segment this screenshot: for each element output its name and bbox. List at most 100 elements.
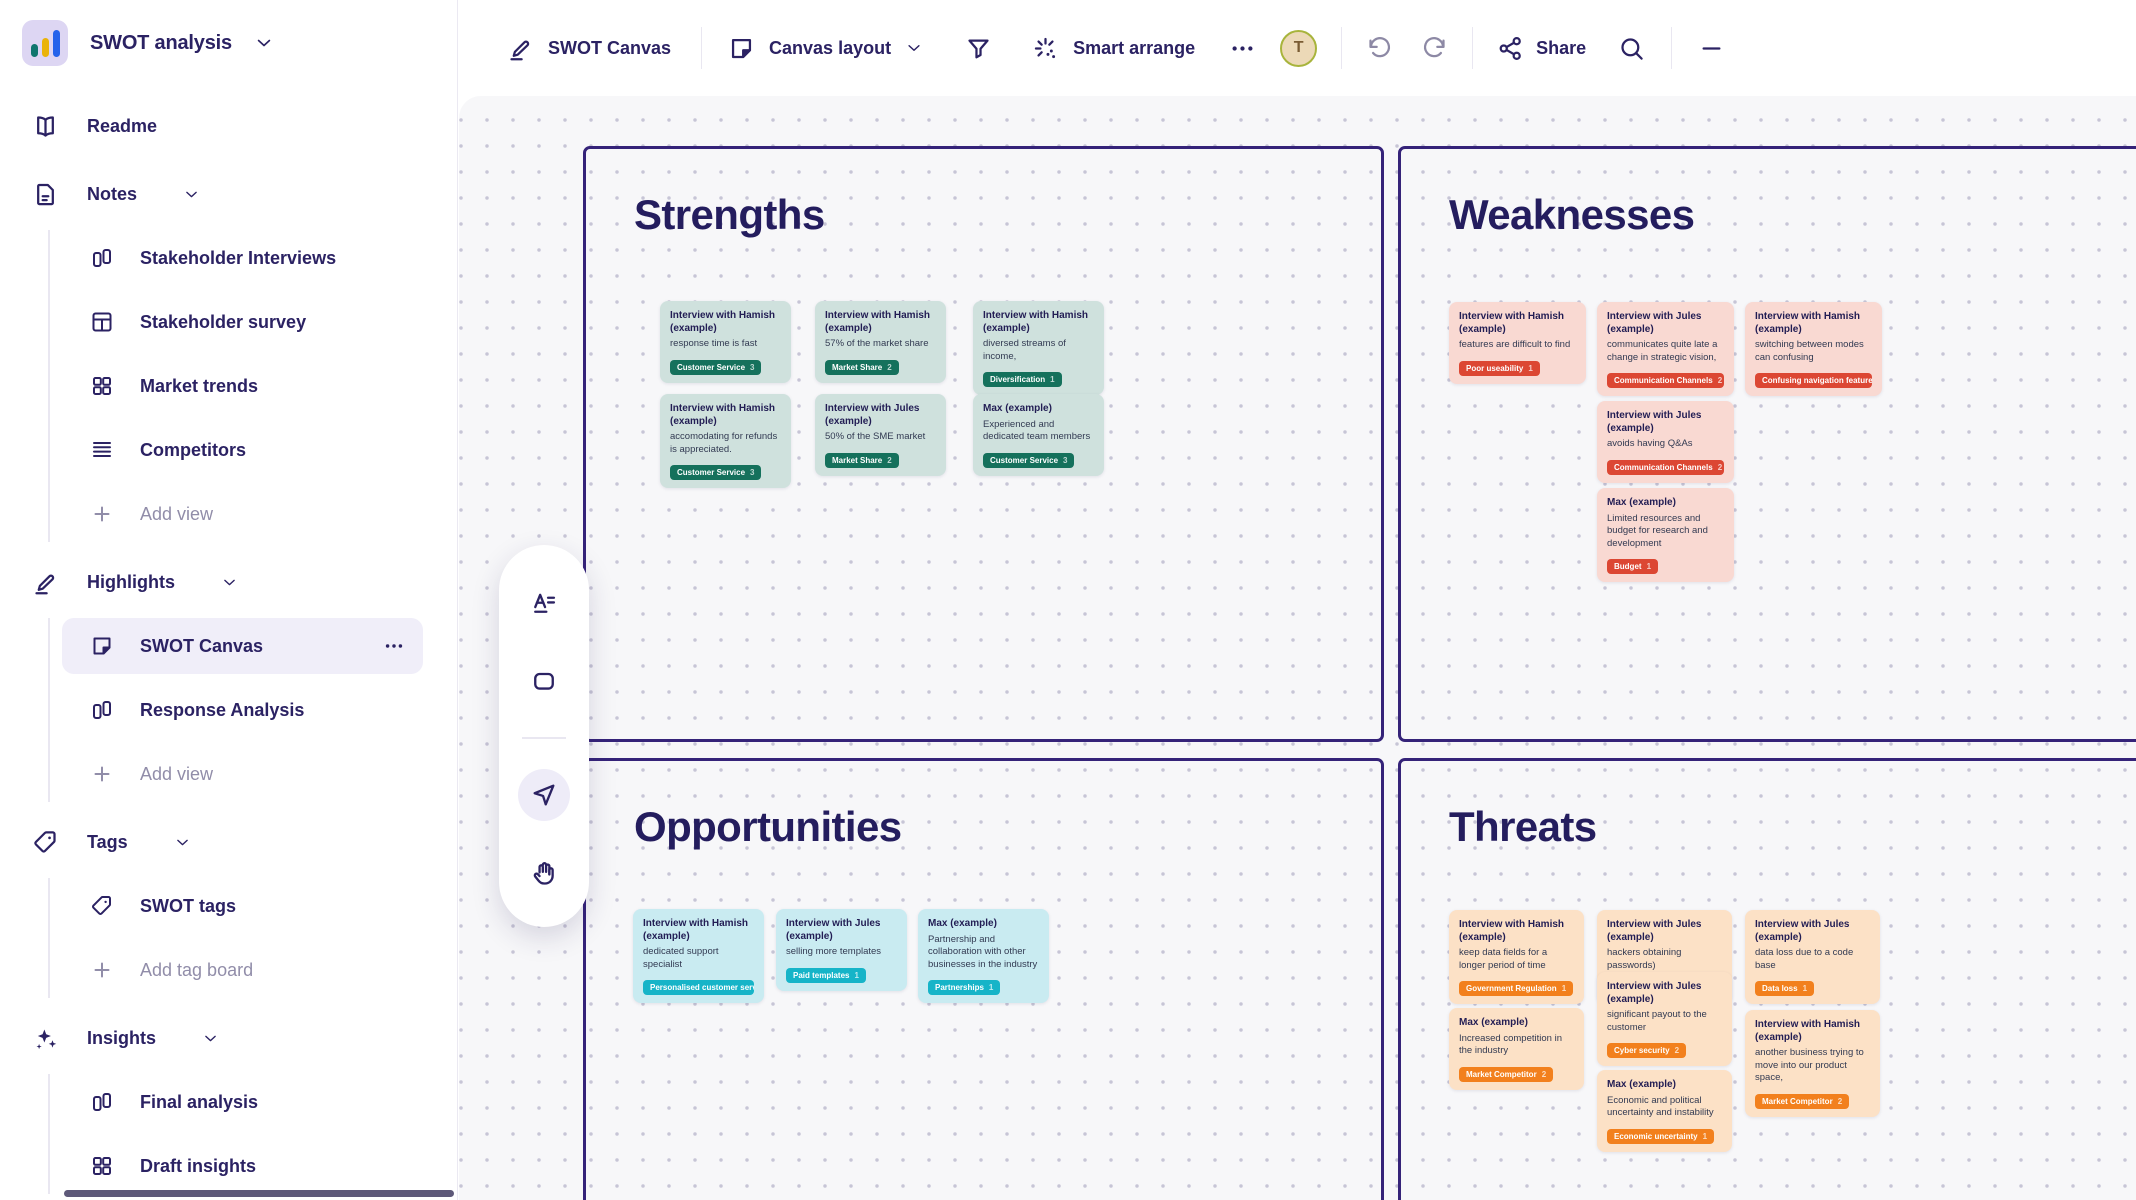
note-card[interactable]: Interview with Jules (example)50% of the… — [815, 394, 946, 476]
minimize-button[interactable] — [1698, 35, 1725, 62]
sidebar-item-label: Response Analysis — [140, 699, 305, 720]
undo-button[interactable] — [1366, 35, 1393, 62]
note-tag-label: Customer Service — [677, 362, 746, 372]
cursor-button[interactable] — [518, 768, 570, 821]
quadrant-weaknesses[interactable]: Weaknesses — [1398, 146, 2136, 742]
sidebar-item-notes[interactable]: Notes — [0, 162, 457, 226]
sidebar-item-swot-canvas[interactable]: SWOT Canvas — [0, 614, 457, 678]
text-tool-button[interactable] — [518, 577, 570, 629]
search-button[interactable] — [1618, 35, 1645, 62]
smart-arrange-button[interactable]: Smart arrange — [1032, 35, 1195, 62]
project-switcher[interactable]: SWOT analysis — [0, 0, 457, 66]
view-title-button[interactable]: SWOT Canvas — [507, 35, 671, 62]
note-tag[interactable]: Confusing navigation features1 — [1755, 373, 1872, 388]
note-card[interactable]: Max (example)Limited resources and budge… — [1597, 488, 1734, 582]
note-tag[interactable]: Market Competitor 2 — [1755, 1093, 1850, 1109]
sidebar-item-market-trends[interactable]: Market trends — [0, 354, 457, 418]
sidebar-item-add-view[interactable]: Add view — [0, 742, 457, 806]
sidebar-item-highlights[interactable]: Highlights — [0, 550, 457, 614]
sidebar-item-add-tag-board[interactable]: Add tag board — [0, 938, 457, 1002]
sidebar-item-final-analysis[interactable]: Final analysis — [0, 1070, 457, 1134]
note-card[interactable]: Interview with Jules (example)significan… — [1597, 972, 1732, 1066]
chevron-down-icon[interactable] — [174, 834, 191, 851]
more-options-icon[interactable] — [383, 635, 405, 657]
sidebar-item-readme[interactable]: Readme — [0, 94, 457, 158]
hand-button[interactable] — [518, 847, 570, 899]
sidebar-item-stakeholder-survey[interactable]: Stakeholder survey — [0, 290, 457, 354]
sidebar-item-draft-insights[interactable]: Draft insights — [0, 1134, 457, 1198]
note-tag[interactable]: Personalised customer service1 — [643, 980, 754, 995]
filter-button[interactable] — [965, 35, 992, 62]
note-card[interactable]: Interview with Hamish (example)57% of th… — [815, 301, 946, 383]
note-card[interactable]: Max (example)Increased competition in th… — [1449, 1008, 1584, 1090]
note-card[interactable]: Interview with Hamish (example)dedicated… — [633, 909, 764, 1003]
note-card[interactable]: Interview with Hamish (example)response … — [660, 301, 791, 383]
sidebar-item-insights[interactable]: Insights — [0, 1006, 457, 1070]
sidebar-item-tags[interactable]: Tags — [0, 810, 457, 874]
quadrant-threats[interactable]: Threats — [1398, 758, 2136, 1200]
note-card[interactable]: Interview with Hamish (example)keep data… — [1449, 910, 1584, 1004]
note-card[interactable]: Interview with Jules (example)avoids hav… — [1597, 401, 1734, 483]
share-button[interactable]: Share — [1497, 35, 1586, 62]
note-card[interactable]: Max (example)Economic and political unce… — [1597, 1070, 1732, 1152]
note-card[interactable]: Interview with Jules (example)communicat… — [1597, 302, 1734, 396]
note-title: Interview with Hamish (example) — [1459, 311, 1565, 335]
note-body: Economic and political uncertainty and i… — [1607, 1094, 1714, 1119]
chevron-down-icon[interactable] — [254, 33, 274, 53]
note-card[interactable]: Interview with Hamish (example)diversed … — [973, 301, 1104, 395]
sidebar-item-competitors[interactable]: Competitors — [0, 418, 457, 482]
chevron-down-icon[interactable] — [183, 186, 200, 203]
note-tag-label: Cyber security — [1614, 1046, 1670, 1055]
sidebar-item-label: Readme — [87, 115, 158, 136]
sidebar-item-add-view[interactable]: Add view — [0, 482, 457, 546]
note-tag-label: Market Competitor — [1762, 1096, 1833, 1106]
avatar[interactable]: T — [1280, 29, 1318, 67]
redo-button[interactable] — [1421, 35, 1448, 62]
note-card[interactable]: Interview with Jules (example)selling mo… — [776, 909, 907, 991]
note-card[interactable]: Interview with Hamish (example)features … — [1449, 302, 1586, 384]
note-card[interactable]: Max (example)Partnership and collaborati… — [918, 909, 1049, 1003]
more-options-button[interactable] — [1229, 35, 1256, 62]
quadrant-strengths[interactable]: Strengths — [583, 146, 1384, 742]
quadrant-opportunities[interactable]: Opportunities — [583, 758, 1384, 1200]
hand-icon — [530, 859, 558, 887]
note-card[interactable]: Interview with Hamish (example)switching… — [1745, 302, 1882, 396]
note-title: Max (example) — [983, 403, 1052, 414]
sidebar-item-response-analysis[interactable]: Response Analysis — [0, 678, 457, 742]
sidebar-item-swot-tags[interactable]: SWOT tags — [0, 874, 457, 938]
note-card[interactable]: Interview with Hamish (example)accomodat… — [660, 394, 791, 488]
note-tag-count: 1 — [988, 983, 994, 992]
note-card[interactable]: Interview with Hamish (example)another b… — [1745, 1010, 1880, 1117]
chevron-down-icon[interactable] — [202, 1030, 219, 1047]
project-logo-icon — [22, 20, 68, 66]
shape-tool-button[interactable] — [518, 655, 570, 707]
chevron-down-icon[interactable] — [221, 574, 238, 591]
note-card[interactable]: Max (example)Experienced and dedicated t… — [973, 394, 1104, 476]
note-tag-count: 1 — [1050, 375, 1055, 384]
book-icon — [32, 113, 59, 140]
canvas-layout-dropdown[interactable]: Canvas layout — [728, 35, 923, 62]
note-card[interactable]: Interview with Jules (example)data loss … — [1745, 910, 1880, 1004]
note-tag-count: 2 — [1837, 1096, 1843, 1106]
sidebar-item-stakeholder-interviews[interactable]: Stakeholder Interviews — [0, 226, 457, 290]
sidebar-scrollbar[interactable] — [64, 1190, 454, 1197]
